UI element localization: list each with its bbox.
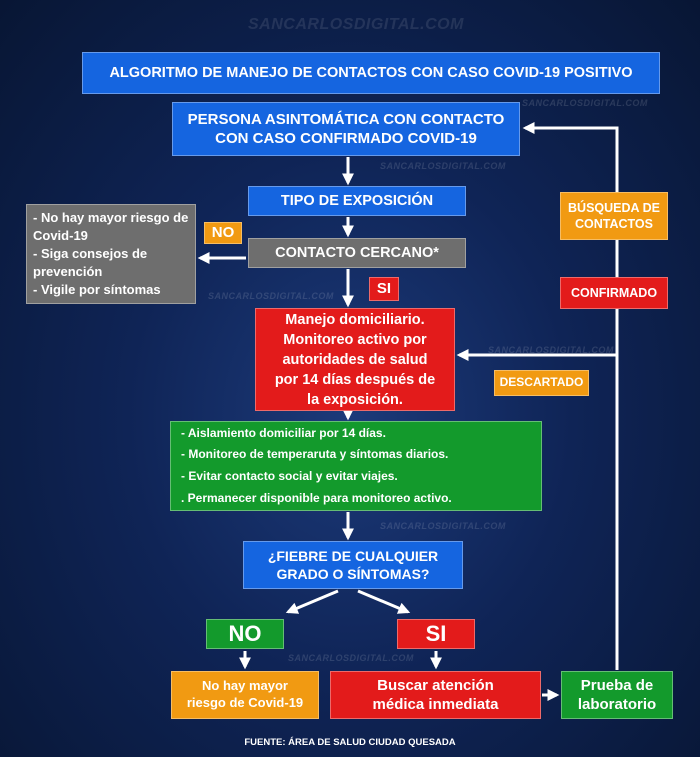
node-text: riesgo de Covid-19 bbox=[186, 695, 304, 710]
arrow-fiebre-to-si bbox=[357, 589, 411, 614]
watermark: SANCARLOSDIGITAL.COM bbox=[208, 291, 334, 301]
node-text: No hay mayor bbox=[202, 678, 288, 694]
node-text: ¿FIEBRE DE CUALQUIER bbox=[267, 547, 439, 564]
node-text: PERSONA ASINTOMÁTICA CON CONTACTO bbox=[187, 110, 505, 128]
list-item: - Aislamiento domiciliar por 14 días. bbox=[181, 425, 386, 440]
node-manejo-domiciliario: Manejo domiciliario. Monitoreo activo po… bbox=[255, 308, 455, 411]
arrow-prueba-up-to-persona bbox=[522, 122, 619, 670]
answer-no: NO bbox=[206, 619, 284, 649]
node-text: laboratorio bbox=[577, 696, 657, 713]
node-text: GRADO O SÍNTOMAS? bbox=[276, 566, 430, 582]
node-busqueda-contactos: BÚSQUEDA DE CONTACTOS bbox=[560, 192, 668, 240]
tag-descartado: DESCARTADO bbox=[494, 370, 589, 396]
node-text: médica inmediata bbox=[372, 696, 499, 713]
node-prueba-laboratorio: Prueba de laboratorio bbox=[561, 671, 673, 719]
node-persona-asintomatica: PERSONA ASINTOMÁTICA CON CONTACTO CON CAS… bbox=[172, 102, 520, 156]
tag-no: NO bbox=[204, 222, 242, 244]
watermark: SANCARLOSDIGITAL.COM bbox=[380, 521, 506, 531]
node-tipo-exposicion: TIPO DE EXPOSICIÓN bbox=[248, 186, 466, 216]
node-text: por 14 días después de bbox=[274, 371, 436, 388]
tag-confirmado: CONFIRMADO bbox=[560, 277, 668, 309]
node-text: Buscar atención bbox=[377, 676, 494, 694]
node-text: CON CASO CONFIRMADO COVID-19 bbox=[215, 130, 477, 147]
list-item: - No hay mayor riesgo de Covid-19 bbox=[33, 209, 189, 243]
node-contacto-cercano: CONTACTO CERCANO* bbox=[248, 238, 466, 268]
node-no-contacto-recomendaciones: - No hay mayor riesgo de Covid-19 - Siga… bbox=[26, 204, 196, 304]
node-text: BÚSQUEDA DE bbox=[568, 200, 660, 215]
tag-si: SI bbox=[369, 277, 399, 301]
node-text: Monitoreo activo por bbox=[283, 331, 427, 348]
watermark: SANCARLOSDIGITAL.COM bbox=[488, 345, 614, 355]
node-text: CONTACTOS bbox=[574, 217, 653, 231]
node-buscar-atencion: Buscar atención médica inmediata bbox=[330, 671, 541, 719]
list-item: - Siga consejos de prevención bbox=[33, 245, 148, 280]
node-text: Manejo domiciliario. bbox=[285, 311, 425, 328]
node-fiebre-sintomas: ¿FIEBRE DE CUALQUIER GRADO O SÍNTOMAS? bbox=[243, 541, 463, 589]
source-note: FUENTE: ÁREA DE SALUD CIUDAD QUESADA bbox=[244, 737, 456, 748]
list-item: - Evitar contacto social y evitar viajes… bbox=[181, 469, 398, 483]
node-text: autoridades de salud bbox=[282, 351, 428, 368]
watermark: SANCARLOSDIGITAL.COM bbox=[288, 653, 414, 663]
node-text: la exposición. bbox=[307, 391, 403, 408]
watermark: SANCARLOSDIGITAL.COM bbox=[380, 161, 506, 171]
arrow-fiebre-to-no bbox=[285, 589, 339, 614]
page-title: ALGORITMO DE MANEJO DE CONTACTOS CON CAS… bbox=[82, 52, 660, 94]
watermark: SANCARLOSDIGITAL.COM bbox=[522, 98, 648, 108]
list-item: - Vigile por síntomas bbox=[33, 282, 161, 298]
node-text: Prueba de bbox=[580, 676, 654, 694]
watermark-top: SANCARLOSDIGITAL.COM bbox=[248, 16, 464, 33]
list-item: - Monitoreo de temperaruta y síntomas di… bbox=[181, 447, 449, 462]
answer-si: SI bbox=[397, 619, 475, 649]
node-medidas-aislamiento: - Aislamiento domiciliar por 14 días. - … bbox=[170, 421, 542, 511]
list-item: . Permanecer disponible para monitoreo a… bbox=[181, 490, 452, 505]
